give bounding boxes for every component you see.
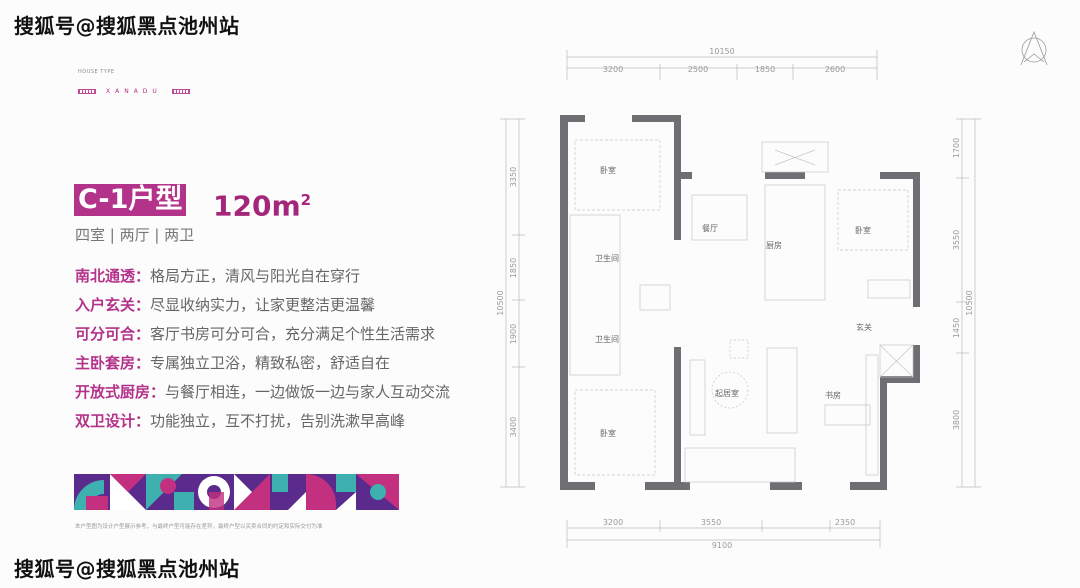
watermark-bottom: 搜狐号@搜狐黑点池州站 <box>14 557 240 581</box>
feature-value: 与餐厅相连，一边做饭一边与家人互动交流 <box>165 383 451 401</box>
feature-key: 开放式厨房： <box>75 383 166 401</box>
feature-item: 双卫设计：功能独立，互不打扰，告别洗漱早高峰 <box>75 411 405 431</box>
dim-bottom: 3200 <box>603 518 623 527</box>
brand-name: XANADU <box>106 88 162 95</box>
walls <box>560 115 920 490</box>
feature-value: 格局方正，清风与阳光自在穿行 <box>150 267 361 285</box>
feature-value: 功能独立，互不打扰，告别洗漱早高峰 <box>150 412 406 430</box>
feature-key: 双卫设计： <box>75 412 151 430</box>
feature-value: 客厅书房可分可合，充分满足个性生活需求 <box>150 325 436 343</box>
feature-value: 尽显收纳实力，让家更整洁更温馨 <box>150 296 376 314</box>
dimension-labels: 10150 3200 2500 1850 2600 3200 3550 2350… <box>496 47 974 550</box>
unit-area: 120m2 <box>213 184 311 222</box>
dim-top: 2500 <box>688 65 708 74</box>
brand-ornament-left <box>78 89 96 94</box>
room-label-bedroom: 卧室 <box>600 165 616 175</box>
dim-right: 1450 <box>952 318 961 338</box>
north-compass-icon <box>1020 30 1048 66</box>
feature-item: 开放式厨房：与餐厅相连，一边做饭一边与家人互动交流 <box>75 382 450 402</box>
room-label-bathroom: 卫生间 <box>595 253 619 263</box>
feature-key: 主卧套房： <box>75 354 151 372</box>
feature-item: 主卧套房：专属独立卫浴，精致私密，舒适自在 <box>75 353 390 373</box>
dim-left: 3400 <box>509 417 518 437</box>
unit-type-title: C-1户型 <box>74 184 187 216</box>
dim-left: 1850 <box>509 258 518 278</box>
feature-item: 可分可合：客厅书房可分可合，充分满足个性生活需求 <box>75 324 435 344</box>
dimension-lines <box>500 50 981 548</box>
geometric-pattern-banner <box>74 474 399 510</box>
room-label-bathroom: 卫生间 <box>595 334 619 344</box>
area-value: 120m <box>213 189 301 223</box>
dim-left: 1900 <box>509 324 518 344</box>
room-label-study: 书房 <box>825 390 841 400</box>
dim-bottom: 2350 <box>835 518 855 527</box>
watermark-top: 搜狐号@搜狐黑点池州站 <box>14 14 240 38</box>
house-type-label: HOUSE TYPE <box>78 69 115 75</box>
dim-bottom: 3550 <box>701 518 721 527</box>
room-labels: 卧室 餐厅 厨房 卧室 卫生间 卫生间 玄关 起居室 书房 卧室 <box>595 165 872 438</box>
dim-top: 3200 <box>603 65 623 74</box>
brand-row: XANADU <box>78 88 190 95</box>
area-unit-sup: 2 <box>300 191 312 209</box>
dim-top: 1850 <box>755 65 775 74</box>
dim-right: 1700 <box>952 138 961 158</box>
dim-bottom-total: 9100 <box>712 541 732 550</box>
dim-left: 3350 <box>509 167 518 187</box>
brand-ornament-right <box>171 89 190 94</box>
feature-key: 入户玄关： <box>75 296 151 314</box>
feature-key: 可分可合： <box>75 325 151 343</box>
disclaimer: 本户型图为设计户型展示参考，与最终户型可能存在差异，最终户型以买卖合同的约定和实… <box>75 524 323 530</box>
feature-item: 入户玄关：尽显收纳实力，让家更整洁更温馨 <box>75 295 375 315</box>
room-label-dining: 餐厅 <box>702 224 718 233</box>
dim-top-total: 10150 <box>709 47 734 56</box>
rooms-summary: 四室 | 两厅 | 两卫 <box>75 226 195 244</box>
room-label-living-room: 起居室 <box>715 388 739 398</box>
room-label-kitchen: 厨房 <box>766 240 782 250</box>
feature-key: 南北通透： <box>75 267 151 285</box>
dim-right-total: 10500 <box>965 290 974 315</box>
dim-right: 3550 <box>952 230 961 250</box>
dim-right: 3800 <box>952 410 961 430</box>
room-label-bedroom: 卧室 <box>600 428 616 438</box>
feature-value: 专属独立卫浴，精致私密，舒适自在 <box>150 354 391 372</box>
furniture <box>569 139 914 483</box>
dim-top: 2600 <box>825 65 845 74</box>
dim-left-total: 10500 <box>496 290 505 315</box>
room-label-bedroom: 卧室 <box>855 225 871 235</box>
feature-item: 南北通透：格局方正，清风与阳光自在穿行 <box>75 266 360 286</box>
room-label-foyer: 玄关 <box>856 322 872 332</box>
